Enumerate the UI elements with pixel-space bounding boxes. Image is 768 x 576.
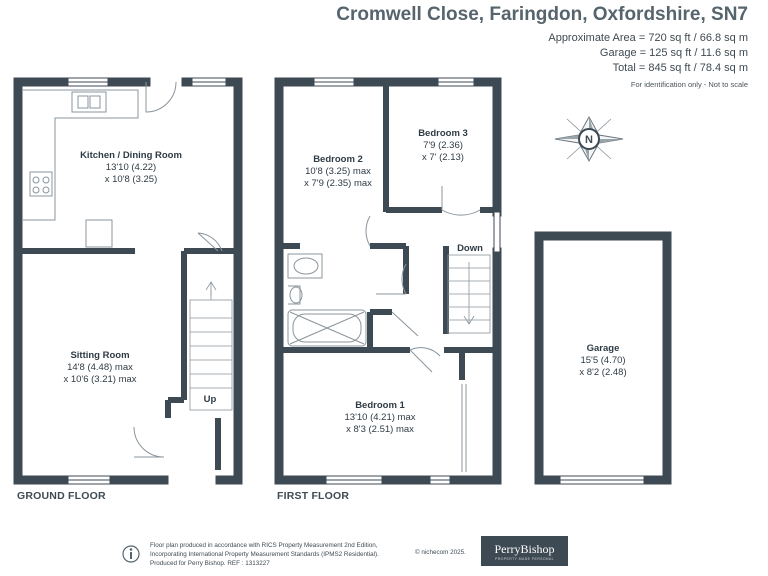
ground-floor-stairs	[189, 281, 233, 411]
bedroom1-dim-2: x 8'3 (2.51) max	[346, 424, 414, 435]
total-area: Total = 845 sq ft / 78.4 sq m	[612, 62, 748, 74]
bedroom2-dim-1: 10'8 (3.25) max	[305, 166, 371, 177]
hob-icon	[29, 171, 53, 197]
footer-line-2: Incorporating International Property Mea…	[150, 551, 379, 558]
garage-walls	[534, 231, 672, 485]
first-floor-doors	[365, 186, 481, 472]
garage-dim-1: 15'5 (4.70)	[580, 355, 625, 366]
stairs-up-label: Up	[204, 394, 217, 405]
kitchen-dim-2: x 10'8 (3.25)	[105, 174, 158, 185]
cupboard-door	[391, 311, 419, 337]
approximate-area: Approximate Area = 720 sq ft / 66.8 sq m	[548, 32, 748, 44]
garage-area: Garage = 125 sq ft / 11.6 sq m	[599, 47, 748, 59]
bedroom1-dim-1: 13'10 (4.21) max	[345, 412, 416, 423]
ground-floor-outer-walls	[13, 77, 243, 485]
first-floor-windows	[313, 77, 501, 485]
kitchen-sink-icon	[71, 91, 107, 113]
footer-line-3: Produced for Perry Bishop. REF : 1313227	[150, 560, 270, 567]
compass-north-letter: N	[585, 134, 593, 146]
ground-floor-label: GROUND FLOOR	[17, 490, 106, 502]
stairs-up-arrow-icon	[205, 281, 217, 300]
bedroom3-door	[441, 186, 481, 216]
first-floor-stairs	[447, 254, 491, 334]
toilet-icon	[287, 253, 323, 279]
area-summary: Approximate Area = 720 sq ft / 66.8 sq m…	[548, 31, 748, 92]
bedroom3-name: Bedroom 3	[418, 128, 468, 139]
bedroom3-dim-2: x 7' (2.13)	[422, 152, 464, 163]
bathroom-door	[376, 263, 407, 295]
room-labels: Kitchen / Dining Room 13'10 (4.22) x 10'…	[63, 128, 626, 435]
stairs-down-arrow-icon	[463, 262, 475, 325]
kitchen-back-door	[145, 81, 177, 113]
kitchen-name: Kitchen / Dining Room	[80, 150, 182, 161]
stairs-down-label: Down	[457, 243, 483, 254]
identification-note: For identification only - Not to scale	[630, 80, 748, 89]
first-floor-internal-walls	[283, 86, 494, 380]
first-floor-label: FIRST FLOOR	[277, 490, 350, 502]
ground-floor-doors	[133, 81, 223, 458]
bedroom1-door	[409, 347, 441, 373]
bedroom2-door	[365, 215, 371, 247]
bath-icon	[287, 309, 367, 347]
garage-dim-2: x 8'2 (2.48)	[579, 367, 626, 378]
compass-rose: N	[554, 115, 624, 163]
footer-disclaimer: Floor plan produced in accordance with R…	[150, 541, 450, 568]
bedroom2-name: Bedroom 2	[313, 154, 363, 165]
bedroom1-name: Bedroom 1	[355, 400, 405, 411]
property-address: Cromwell Close, Faringdon, Oxfordshire, …	[336, 4, 748, 25]
ground-floor-windows	[67, 77, 227, 485]
kitchen-counters	[23, 89, 139, 248]
sitting-room-dim-1: 14'8 (4.48) max	[67, 362, 133, 373]
first-floor-plan	[274, 77, 502, 485]
basin-icon	[288, 285, 301, 305]
garage-door	[559, 475, 645, 485]
garage-name: Garage	[587, 343, 620, 354]
kitchen-door	[197, 232, 223, 252]
bedroom2-dim-2: x 7'9 (2.35) max	[304, 178, 372, 189]
logo-tagline: PROPERTY MADE PERSONAL	[494, 557, 555, 561]
sitting-room-dim-2: x 10'6 (3.21) max	[63, 374, 136, 385]
footer-line-1: Floor plan produced in accordance with R…	[150, 542, 378, 549]
copyright-notice: © nichecom 2025.	[415, 549, 466, 556]
agent-logo: PerryBishop PROPERTY MADE PERSONAL	[481, 536, 568, 566]
first-floor-outer-walls	[274, 77, 502, 485]
ground-floor-plan	[13, 77, 243, 485]
front-door	[133, 426, 165, 458]
bathroom-fixtures	[287, 253, 367, 347]
garage-plan	[534, 231, 672, 485]
bedroom3-dim-1: 7'9 (2.36)	[423, 140, 463, 151]
ground-floor-internal-walls	[22, 248, 235, 470]
info-icon	[122, 545, 140, 563]
sitting-room-name: Sitting Room	[70, 350, 129, 361]
kitchen-dim-1: 13'10 (4.22)	[106, 162, 156, 173]
logo-brand: PerryBishop	[494, 542, 555, 556]
